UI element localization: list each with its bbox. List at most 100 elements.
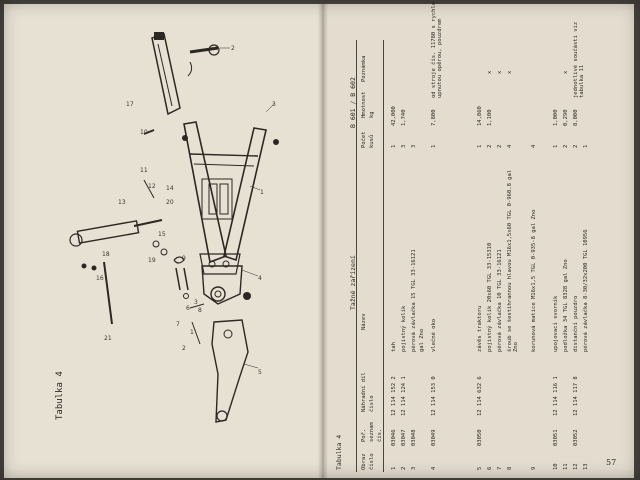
row-10-obr: 10 [553,463,559,470]
row-1-dil: 12 114 152 2 [391,376,397,416]
table-caption: Tabulka 4 [335,434,343,470]
col-poznamka: Poznámka [361,55,367,83]
svg-text:3: 3 [272,101,276,108]
row-6-kg: 1,100 [487,109,493,126]
row-8-nazev: šroub se šestihrannou hlavou M16x1,5x60 … [507,169,519,352]
row-11-nazev: podložka 34 TGL 8328 gal Zno [563,259,569,352]
towing-eye [201,265,251,305]
pin-top [187,44,220,77]
row-8-obr: 8 [507,466,513,470]
svg-text:1: 1 [260,189,264,196]
svg-text:2: 2 [182,345,186,352]
row-10-kusu: 1 [553,144,559,148]
col-hmotnost-2: kg [369,111,375,118]
row-12-obr: 12 [573,463,579,470]
row-11-pozn: x [563,70,569,74]
row-10-nazev: upojovací svorník [553,295,559,352]
diagram-part-labels: 2 1 3 17 10 11 12 13 14 15 16 18 19 20 2… [96,45,276,376]
support-leg [151,32,181,116]
row-1-kusu: 1 [391,144,397,148]
top-rule [356,40,357,472]
row-1-obr: 1 [391,466,397,470]
row-7-obr: 7 [497,466,503,470]
svg-text:6: 6 [186,305,190,312]
row-2-dil: 12 114 124 1 [401,376,407,416]
book-gutter [318,4,328,478]
hydraulic-cylinder [69,219,163,247]
row-6-obr: 6 [487,466,493,470]
drawbar-frame [182,121,279,275]
row-9-kusu: 4 [531,144,537,148]
row-3-nazev: pérová závlačka 15 TGL 33-16121 [411,249,417,352]
row-5-dil: 12 114 632 6 [477,376,483,416]
row-2-seznam: 03047 [401,429,407,446]
row-2-obr: 2 [401,466,407,470]
row-12-pozn: jednotlivé součásti viz tabulka 11 [573,21,585,98]
svg-text:13: 13 [118,199,126,206]
col-pocet: Počet [361,131,367,148]
svg-text:16: 16 [96,275,104,282]
row-13-nazev: pérová závlačka 8-30/32x200 TGL 10956 [583,229,589,352]
row-13-obr: 13 [583,463,589,470]
svg-text:1: 1 [190,329,194,336]
row-2-nazev: pojistný kolík [401,305,407,352]
row-6-nazev: pojistný kolík 20x60 TGL 33-15310 [487,242,493,352]
row-6-pozn: x [487,70,493,74]
svg-text:4: 4 [258,275,262,282]
row-2-kusu: 3 [401,144,407,148]
row-6-kusu: 2 [487,144,493,148]
svg-text:11: 11 [140,167,148,174]
col-obraz-2: číslo [369,453,375,470]
row-1-nazev: tah [391,342,397,352]
row-13-kusu: 1 [583,144,589,148]
row-11-obr: 11 [563,463,569,470]
tractor-hitch [211,319,249,423]
row-4-kg: 7,800 [431,109,437,126]
row-4-obr: 4 [431,466,437,470]
row-4-nazev: vlečné oko [431,318,437,352]
svg-text:18: 18 [102,251,110,258]
row-9-obr: 9 [531,466,537,470]
row-12-dil: 12 114 117 8 [573,376,579,416]
row-3-obr: 3 [411,466,417,470]
col-poradi: Poř. [361,428,367,442]
left-page-caption: Tabulka 4 [55,371,65,420]
row-5-obr: 5 [477,466,483,470]
row-4-kusu: 1 [431,144,437,148]
left-page [4,4,322,478]
col-obraz: Obraz [361,453,367,470]
row-5-seznam: 03050 [477,429,483,446]
row-3-seznam: 03048 [411,429,417,446]
col-nahradni: Náhradní díl [361,372,367,412]
row-7-kusu: 2 [497,144,503,148]
row-11-kusu: 2 [563,144,569,148]
row-10-dil: 12 114 116 1 [553,376,559,416]
row-7-nazev: pérová závlačka 10 TGL 33-16121 [497,249,503,352]
col-nahradni-2: číslo [369,395,375,412]
row-10-seznam: 03051 [553,429,559,446]
svg-text:15: 15 [158,231,166,238]
col-hmotnost: Hmotnost [361,91,367,119]
svg-text:9: 9 [182,255,186,262]
row-2-kg: 1,740 [401,109,407,126]
svg-text:21: 21 [104,335,112,342]
svg-text:7: 7 [176,321,180,328]
col-seznam: seznam [369,422,375,442]
page-number: 57 [606,458,617,467]
svg-text:12: 12 [148,183,156,190]
row-3-kusu: 3 [411,144,417,148]
row-5-nazev: závěs traktoru [477,305,483,352]
svg-text:19: 19 [148,257,156,264]
svg-text:20: 20 [166,199,174,206]
svg-text:5: 5 [258,369,262,376]
row-1-kg: 42,000 [391,106,397,126]
row-9-nazev: korunová matice M16x1,5 TGL 0-935-8 gal … [531,209,537,352]
exploded-parts-drawing: 2 1 3 17 10 11 12 13 14 15 16 18 19 20 2… [69,32,279,423]
row-5-kg: 14,860 [477,106,483,126]
row-12-kusu: 2 [573,144,579,148]
small-parts [81,129,205,345]
svg-text:2: 2 [231,45,235,52]
row-4-dil: 12 114 153 0 [431,376,437,416]
row-4-pozn: od stroje čís. 11780 s rychle upnutou op… [431,1,443,98]
